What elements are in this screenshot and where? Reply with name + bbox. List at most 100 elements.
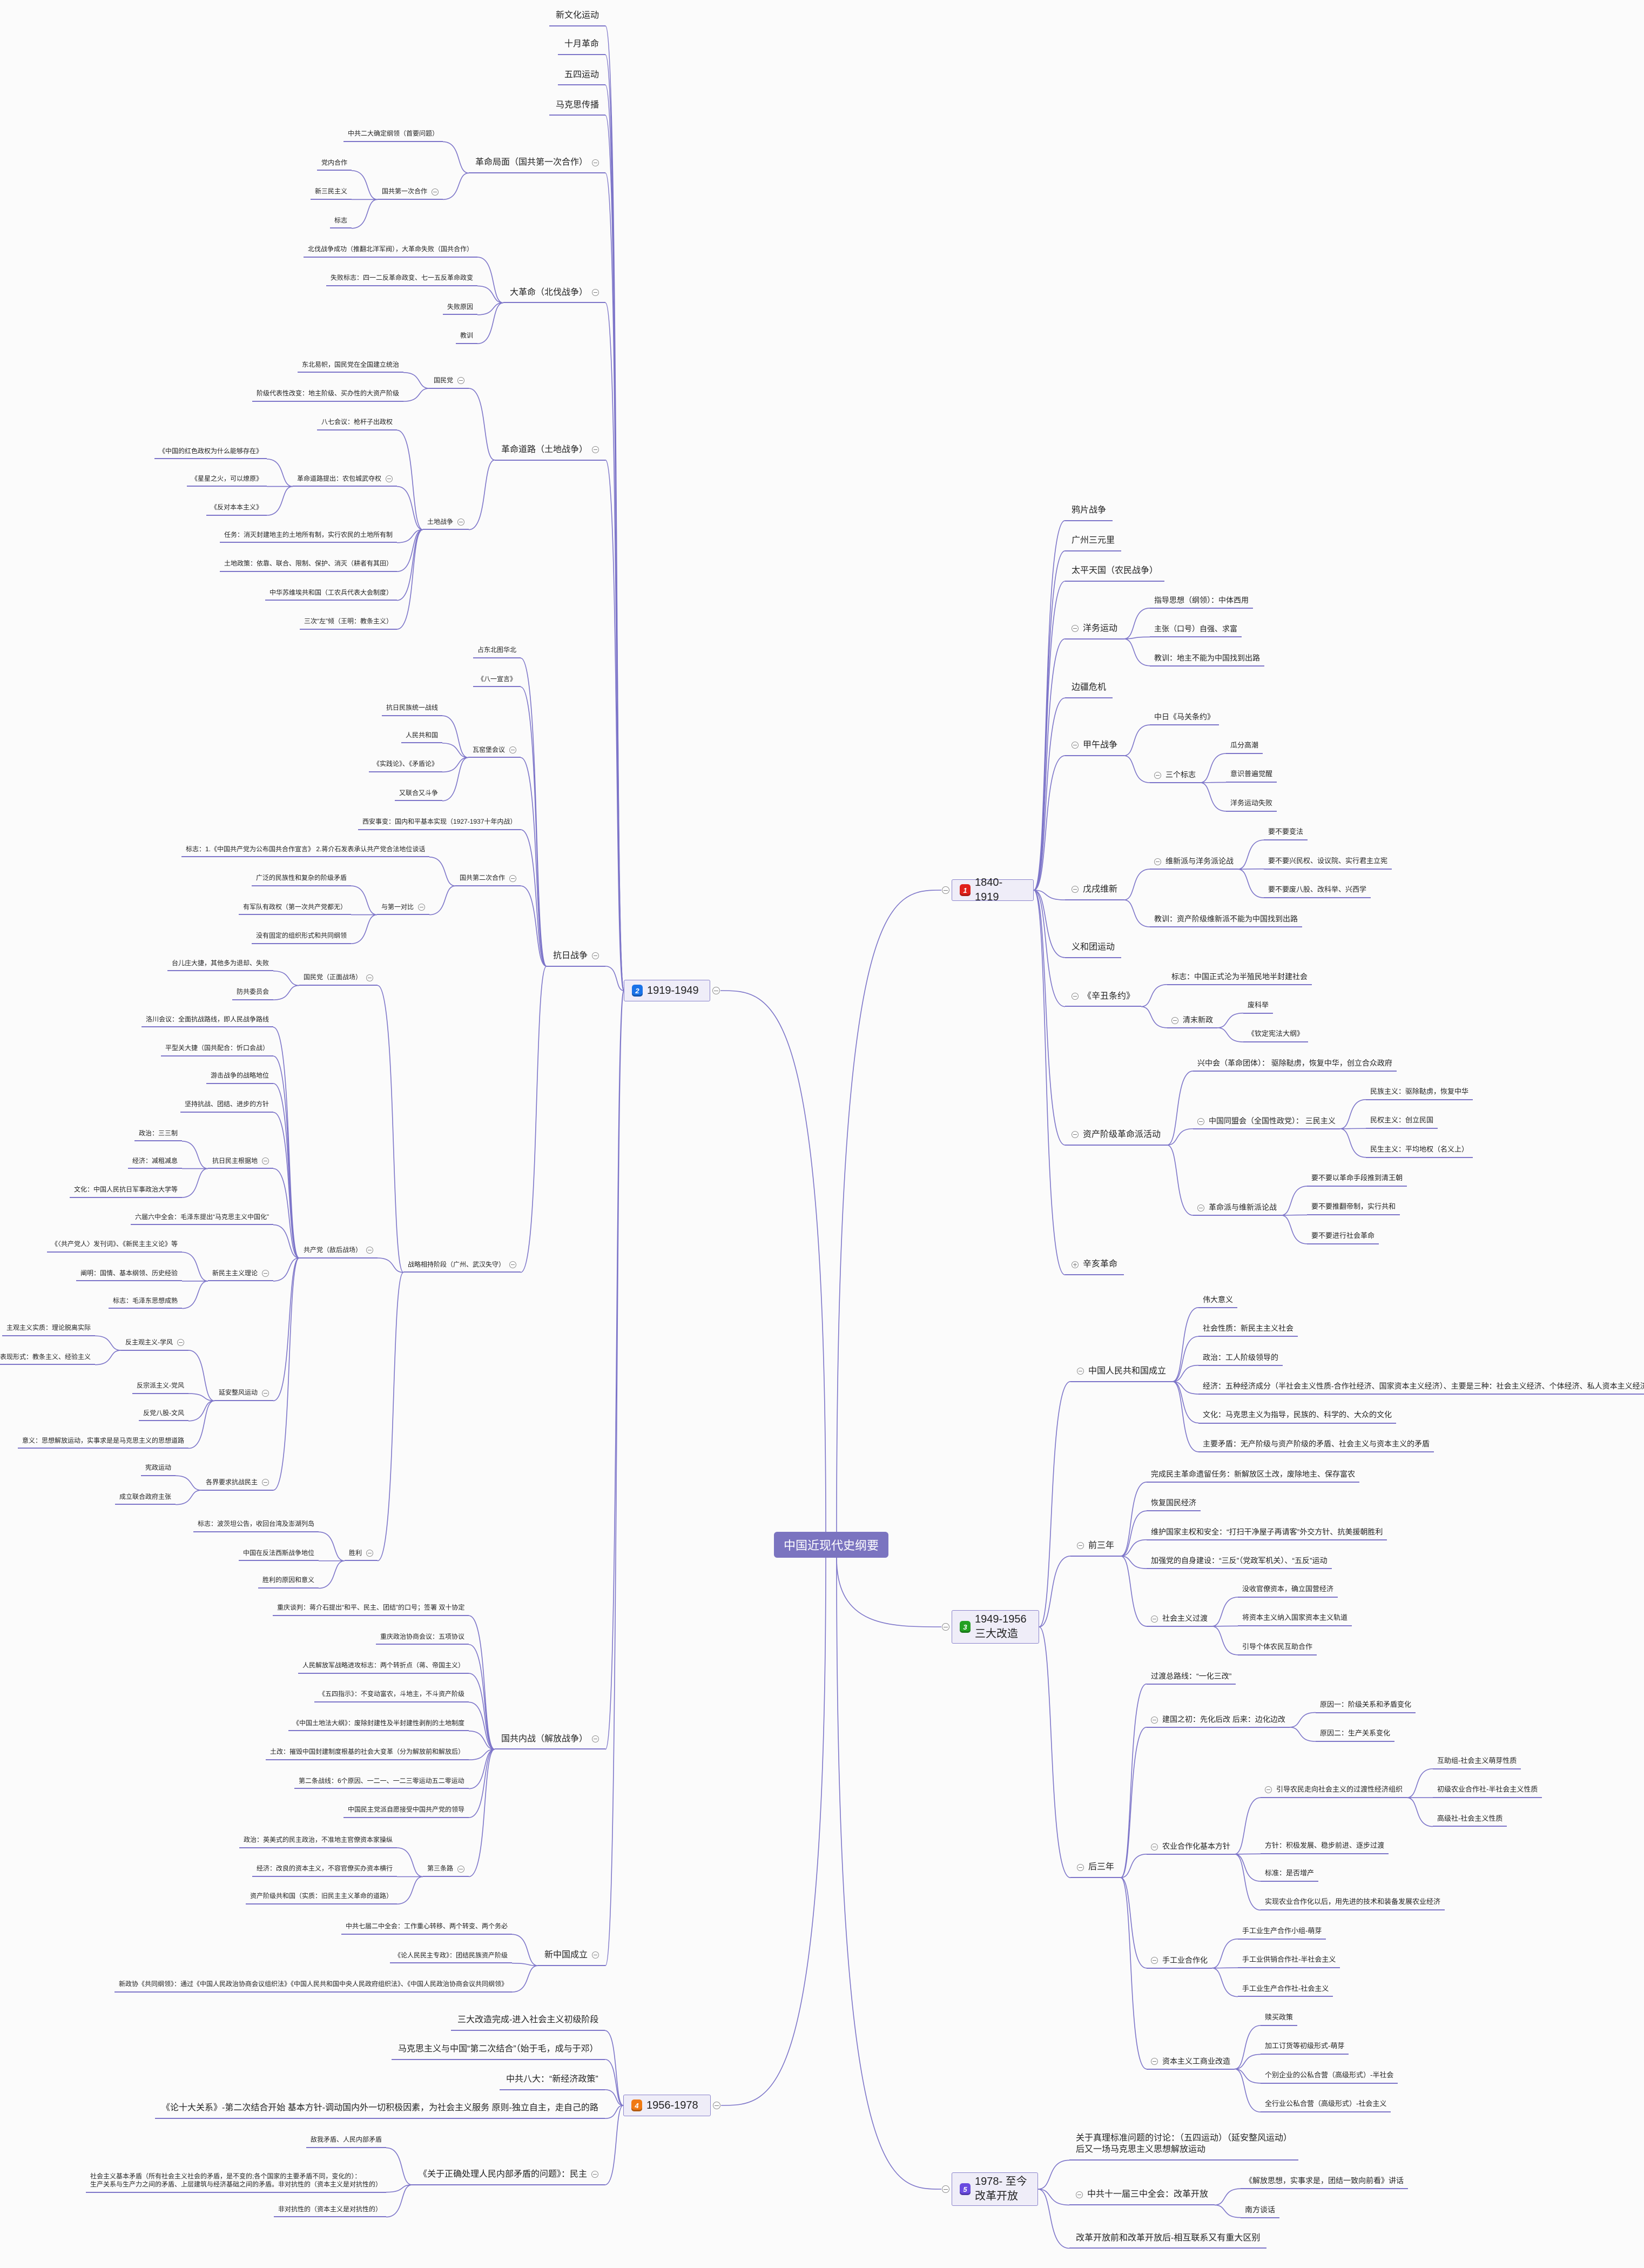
subtopic-node[interactable]: 社会主义过渡 xyxy=(1147,1612,1212,1627)
topic-node[interactable]: 马克思传播 xyxy=(549,98,606,116)
topic-node[interactable]: 太平天国（农民战争） xyxy=(1065,563,1165,582)
subtopic-node[interactable]: 成立联合政府主张 xyxy=(115,1492,176,1505)
subtopic-node[interactable]: 失败原因 xyxy=(443,302,478,315)
subtopic-node[interactable]: 资本主义工商业改造 xyxy=(1147,2055,1235,2070)
subtopic-node[interactable]: 国民党（正面战场） xyxy=(299,972,378,986)
subtopic-node[interactable]: 人民解放军战略进攻标志：两个转折点（蒋、帝国主义） xyxy=(298,1660,469,1674)
subtopic-node[interactable]: 第三条路 xyxy=(423,1863,469,1877)
subtopic-node[interactable]: 维新派与洋务派论战 xyxy=(1150,855,1238,870)
collapse-icon[interactable] xyxy=(418,903,426,911)
subtopic-node[interactable]: 抗日民主根据地 xyxy=(208,1156,274,1169)
topic-node[interactable]: 五四运动 xyxy=(558,68,606,86)
subtopic-node[interactable]: 完成民主革命遗留任务：新解放区土改，废除地主、保存富农 xyxy=(1147,1468,1359,1483)
collapse-icon[interactable] xyxy=(1072,992,1079,1000)
subtopic-node[interactable]: 游击战争的战略地位 xyxy=(206,1071,274,1084)
topic-node[interactable]: 广州三元里 xyxy=(1065,533,1122,551)
subtopic-node[interactable]: 抗日民族统一战线 xyxy=(382,703,443,716)
topic-node[interactable]: 边疆危机 xyxy=(1065,680,1113,699)
topic-node[interactable]: 义和团运动 xyxy=(1065,940,1122,958)
collapse-icon[interactable] xyxy=(1151,2058,1158,2065)
subtopic-node[interactable]: 失败标志：四一二反革命政变、七一五反革命政变 xyxy=(326,273,478,287)
subtopic-node[interactable]: 要不要推翻帝制，实行共和 xyxy=(1307,1201,1400,1216)
subtopic-node[interactable]: 中华苏维埃共和国（工农兵代表大会制度） xyxy=(265,588,397,601)
topic-node[interactable]: 《关于正确处理人民内部矛盾的问题》：民主 xyxy=(412,2167,605,2185)
collapse-icon[interactable] xyxy=(1077,1863,1084,1871)
collapse-icon[interactable] xyxy=(591,2171,599,2178)
topic-node[interactable]: 抗日战争 xyxy=(547,948,606,967)
subtopic-node[interactable]: 战略相持阶段（广州、武汉失守） xyxy=(403,1260,521,1273)
subtopic-node[interactable]: 革命道路提出：农包城武夺权 xyxy=(293,474,397,487)
collapse-icon[interactable] xyxy=(592,952,599,960)
subtopic-node[interactable]: 六届六中全会：毛泽东提出“马克思主义中国化” xyxy=(131,1212,273,1226)
subtopic-node[interactable]: 社会主义基本矛盾（所有社会主义社会的矛盾，是不变的;各个国家的主要矛盾不同，变化… xyxy=(86,2171,387,2193)
subtopic-node[interactable]: 阶级代表性改变：地主阶级、买办性的大资产阶级 xyxy=(252,388,404,402)
subtopic-node[interactable]: 主观主义实质：理论脱离实际 xyxy=(2,1323,96,1336)
subtopic-node[interactable]: 新三民主义 xyxy=(311,186,352,200)
subtopic-node[interactable]: 防共委员会 xyxy=(232,987,274,1000)
subtopic-node[interactable]: 《论人民民主专政》：团结民族资产阶级 xyxy=(390,1950,513,1964)
subtopic-node[interactable]: 重庆政治协商会议：五项协议 xyxy=(376,1632,469,1645)
topic-node[interactable]: 中共十一届三中全会：改革开放 xyxy=(1069,2187,1215,2206)
topic-node[interactable]: 三大改造完成-进入社会主义初级阶段 xyxy=(451,2013,605,2031)
subtopic-node[interactable]: 恢复国民经济 xyxy=(1147,1497,1201,1512)
subtopic-node[interactable]: 加工订货等初级形式-萌芽 xyxy=(1261,2041,1349,2055)
subtopic-node[interactable]: 瓜分高潮 xyxy=(1226,740,1263,754)
subtopic-node[interactable]: 标志：中国正式沦为半殖民地半封建社会 xyxy=(1167,971,1312,985)
subtopic-node[interactable]: 土改：摧毁中国封建制度根基的社会大变革（分为解放前和解放后） xyxy=(266,1747,469,1760)
subtopic-node[interactable]: 教训：地主不能为中国找到出路 xyxy=(1150,652,1264,667)
subtopic-node[interactable]: 没收官僚资本，确立国营经济 xyxy=(1238,1584,1338,1598)
subtopic-node[interactable]: 三次“左”倾（王明：教条主义） xyxy=(300,616,397,630)
collapse-icon[interactable] xyxy=(177,1339,184,1347)
subtopic-node[interactable]: 土地政策：依靠、联合、限制、保护、消灭（耕者有其田） xyxy=(220,558,397,572)
collapse-icon[interactable] xyxy=(366,1247,374,1254)
subtopic-node[interactable]: 阐明：国情、基本纲领、历史经验 xyxy=(76,1268,183,1282)
subtopic-node[interactable]: 文化：中国人民抗日军事政治大学等 xyxy=(70,1185,183,1198)
subtopic-node[interactable]: 《钦定宪法大纲》 xyxy=(1243,1028,1309,1042)
subtopic-node[interactable]: 原因一：阶级关系和矛盾变化 xyxy=(1316,1699,1416,1713)
collapse-icon[interactable] xyxy=(432,188,439,196)
subtopic-node[interactable]: 人民共和国 xyxy=(401,730,443,744)
subtopic-node[interactable]: 文化：马克思主义为指导，民族的、科学的、大众的文化 xyxy=(1198,1409,1396,1424)
subtopic-node[interactable]: 任务：消灭封建地主的土地所有制，实行农民的土地所有制 xyxy=(220,530,397,543)
collapse-icon[interactable] xyxy=(1072,1131,1079,1139)
subtopic-node[interactable]: 《反对本本主义》 xyxy=(206,502,267,516)
main-topic-1840-1919[interactable]: 1 1840-1919 xyxy=(942,877,1034,903)
subtopic-node[interactable]: 个别企业的公私合营（高级形式）-半社会 xyxy=(1261,2070,1398,2084)
subtopic-node[interactable]: 兴中会（革命团体）： 驱除鞑虏，恢复中华，创立合众政府 xyxy=(1193,1057,1397,1072)
subtopic-node[interactable]: 三个标志 xyxy=(1150,769,1200,784)
subtopic-node[interactable]: 八七会议：枪杆子出政权 xyxy=(317,417,397,431)
subtopic-node[interactable]: 要不要以革命手段推到清王朝 xyxy=(1307,1173,1407,1187)
subtopic-node[interactable]: 民生主义：平均地权（名义上） xyxy=(1366,1144,1473,1158)
collapse-icon[interactable] xyxy=(262,1157,269,1165)
subtopic-node[interactable]: 第二条战线：6个原因、一二一、一二三零运动五二零运动 xyxy=(294,1776,469,1789)
collapse-icon[interactable] xyxy=(592,159,599,166)
subtopic-node[interactable]: 伟大意义 xyxy=(1198,1294,1237,1309)
collapse-icon[interactable] xyxy=(942,1623,949,1631)
main-topic-1956-1978[interactable]: 4 1956-1978 xyxy=(623,2095,720,2116)
collapse-icon[interactable] xyxy=(366,974,374,981)
subtopic-node[interactable]: 南方谈话 xyxy=(1241,2204,1279,2218)
subtopic-node[interactable]: 《解放思想，实事求是，团结一致向前看》讲话 xyxy=(1241,2175,1408,2190)
subtopic-node[interactable]: 胜利 xyxy=(345,1548,378,1562)
subtopic-node[interactable]: 延安整风运动 xyxy=(214,1388,274,1401)
subtopic-node[interactable]: 《八一宣言》 xyxy=(473,674,521,688)
collapse-icon[interactable] xyxy=(366,1550,374,1557)
subtopic-node[interactable]: 新民主主义理论 xyxy=(208,1268,274,1282)
subtopic-node[interactable]: 原因二：生产关系变化 xyxy=(1316,1728,1395,1742)
subtopic-node[interactable]: 主要矛盾：无产阶级与资产阶级的矛盾、社会主义与资本主义的矛盾 xyxy=(1198,1438,1434,1453)
subtopic-node[interactable]: 党内合作 xyxy=(317,158,352,171)
subtopic-node[interactable]: 广泛的民族性和复杂的阶级矛盾 xyxy=(252,873,352,886)
main-topic-1919-1949[interactable]: 2 1919-1949 xyxy=(624,980,720,1001)
subtopic-node[interactable]: 废科举 xyxy=(1243,1000,1274,1014)
subtopic-node[interactable]: 加强党的自身建设：“三反”（党政军机关）、“五反”运动 xyxy=(1147,1554,1332,1570)
subtopic-node[interactable]: 清末新政 xyxy=(1167,1014,1217,1029)
subtopic-node[interactable]: 反党八股-文风 xyxy=(139,1408,188,1422)
subtopic-node[interactable]: 高级社-社会主义性质 xyxy=(1433,1813,1507,1827)
central-topic[interactable]: 中国近现代史纲要 xyxy=(774,1532,888,1558)
topic-node[interactable]: 马克思主义与中国“第二次结合”（始于毛，成与于邓） xyxy=(392,2042,605,2060)
subtopic-node[interactable]: 政治：英美式的民主政治，不准地主官僚资本家操纵 xyxy=(239,1835,397,1848)
collapse-icon[interactable] xyxy=(1265,1786,1272,1794)
subtopic-node[interactable]: 标志：波茨坦公告，收回台湾及澎湖列岛 xyxy=(193,1519,319,1532)
topic-node[interactable]: 辛亥革命 xyxy=(1065,1257,1124,1276)
subtopic-node[interactable]: 有军队有政权（第一次共产党都无） xyxy=(239,902,352,916)
